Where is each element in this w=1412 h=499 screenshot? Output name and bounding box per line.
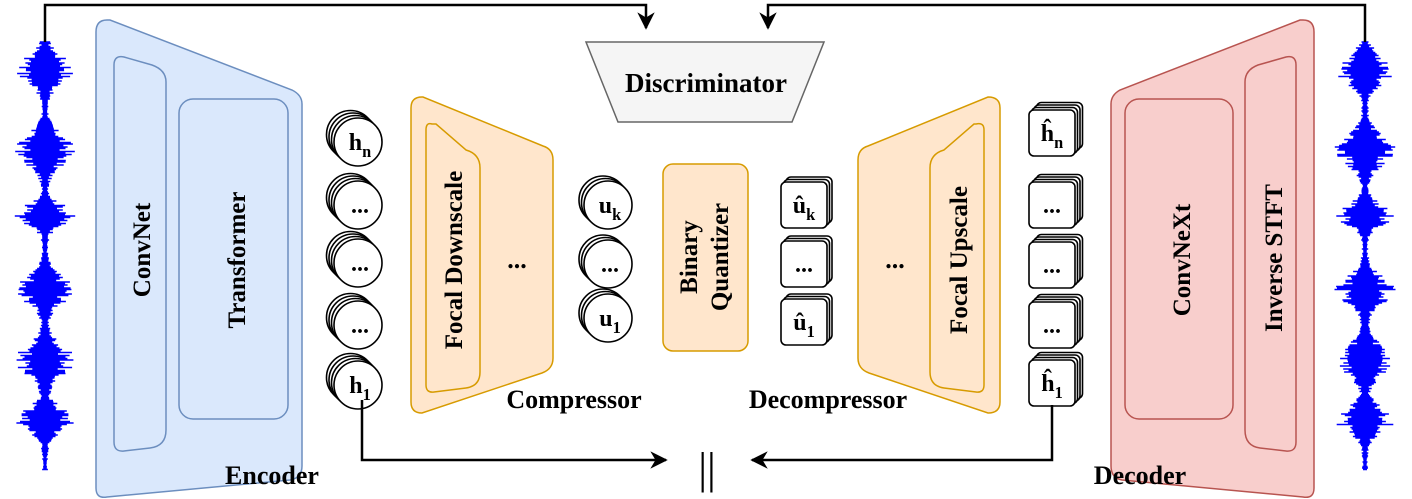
latent-u-stack: uk... u1 — [578, 175, 633, 343]
discriminator-block — [584, 41, 826, 123]
token-circle — [583, 293, 633, 343]
token-square-stack: û1 — [780, 293, 833, 346]
token-circle-stack: ... — [325, 230, 383, 288]
convnet-label: ConvNet — [129, 202, 156, 297]
discriminator-label: Discriminator — [625, 68, 787, 98]
token-label: ... — [351, 251, 369, 277]
token-square — [1028, 241, 1076, 289]
input-waveform — [14, 41, 76, 471]
token-circle-stack: ... — [325, 172, 383, 230]
quantizer-label-line1: Binary — [676, 220, 703, 294]
token-label: ... — [351, 193, 369, 219]
latent-h-hat-stack: ĥn......... ĥ1 — [1028, 101, 1084, 407]
decompressor-label: Decompressor — [749, 385, 907, 414]
token-label: ... — [1043, 193, 1061, 219]
token-square-stack: ... — [1028, 293, 1084, 349]
token-label: ... — [601, 252, 619, 278]
transformer-label: Transformer — [224, 192, 251, 329]
compressor-label: Compressor — [506, 385, 641, 414]
compressor-ellipsis: ... — [507, 245, 527, 274]
token-square-stack: ĥn — [1028, 101, 1084, 157]
token-circle — [333, 300, 383, 350]
loss-connector-right — [750, 405, 1054, 469]
token-square — [780, 240, 828, 288]
token-circle — [583, 180, 633, 230]
token-square — [780, 298, 828, 346]
quantizer-label-line2: Quantizer — [707, 203, 734, 311]
token-label: ... — [1043, 253, 1061, 279]
binary-quantizer-block — [662, 163, 749, 352]
encoder-label: Encoder — [225, 461, 319, 490]
token-square-stack: ... — [1028, 233, 1084, 289]
token-square-stack: ĥ1 — [1028, 351, 1084, 407]
token-circle — [333, 117, 383, 167]
convnet-block — [113, 55, 167, 452]
token-circle-stack: hn — [325, 109, 383, 167]
focal-upscale-block — [929, 122, 985, 393]
token-circle-stack: ... — [578, 234, 633, 289]
decompressor-ellipsis: ... — [885, 245, 905, 274]
token-square-stack: ... — [780, 235, 833, 288]
token-circle — [333, 360, 383, 410]
focal-downscale-block — [425, 122, 481, 393]
loss-symbol: || — [698, 444, 716, 493]
token-square — [780, 181, 828, 229]
discriminator-connector-left — [43, 3, 655, 42]
token-circle-stack: u1 — [578, 288, 633, 343]
token-square — [1028, 109, 1076, 157]
focal-downscale-label: Focal Downscale — [441, 171, 468, 349]
token-label: ... — [1043, 313, 1061, 339]
decoder-label: Decoder — [1094, 461, 1186, 490]
loss-connector-left — [360, 400, 668, 469]
convnext-label: ConvNeXt — [1169, 203, 1196, 316]
transformer-block — [178, 98, 289, 420]
token-label: ... — [795, 252, 813, 278]
token-square — [1028, 301, 1076, 349]
output-waveform — [1334, 41, 1396, 471]
convnext-block — [1124, 98, 1234, 420]
token-circle-stack: uk — [578, 175, 633, 230]
token-circle-stack: ... — [325, 292, 383, 350]
token-square — [1028, 181, 1076, 229]
token-circle — [333, 180, 383, 230]
token-square-stack: ûk — [780, 176, 833, 229]
focal-upscale-label: Focal Upscale — [946, 186, 973, 334]
istft-label: Inverse STFT — [1261, 184, 1288, 332]
token-circle — [583, 239, 633, 289]
istft-block — [1244, 55, 1297, 452]
latent-u-hat-stack: ûk... û1 — [780, 176, 833, 346]
latent-h-stack: hn......... h1 — [325, 109, 383, 410]
token-square-stack: ... — [1028, 173, 1084, 229]
discriminator-connector-right — [759, 3, 1367, 42]
token-circle-stack: h1 — [325, 352, 383, 410]
token-label: ... — [351, 313, 369, 339]
token-circle — [333, 238, 383, 288]
